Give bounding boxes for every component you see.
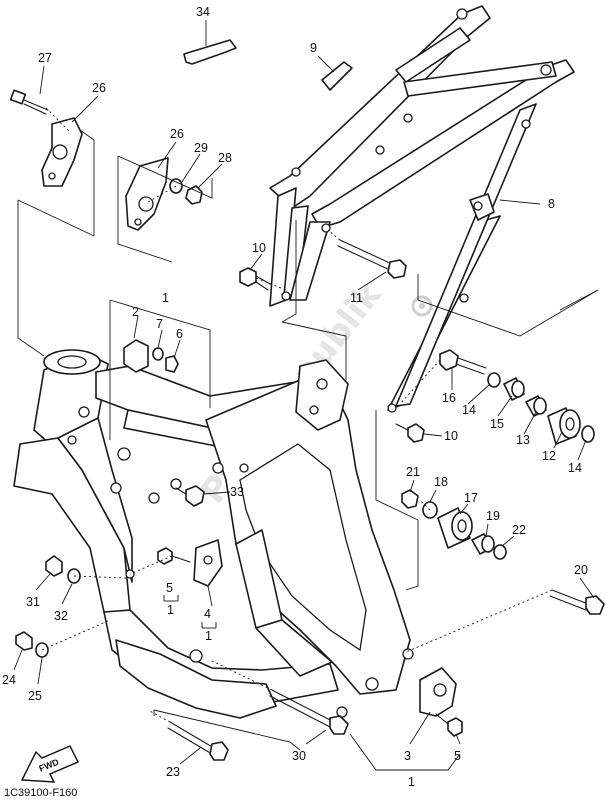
callout-19: 19 xyxy=(486,509,500,523)
callout-15: 15 xyxy=(490,417,504,431)
part-17-bushing xyxy=(437,507,473,549)
watermark-gear-icon xyxy=(411,295,433,317)
callout-26-right: 26 xyxy=(170,127,184,141)
callout-25: 25 xyxy=(28,689,42,703)
part-14-washer-b xyxy=(581,425,595,443)
callout-9: 9 xyxy=(310,41,317,55)
callout-18: 18 xyxy=(434,475,448,489)
part-34-guard xyxy=(183,39,237,65)
callout-1-left-b: 1 xyxy=(205,629,212,643)
callout-20: 20 xyxy=(574,563,588,577)
callout-31: 31 xyxy=(26,595,40,609)
callout-17: 17 xyxy=(464,491,478,505)
part-13-spacer xyxy=(525,395,547,417)
callout-33: 33 xyxy=(230,485,244,499)
part-31-nut xyxy=(45,555,63,577)
callout-34: 34 xyxy=(196,5,210,19)
callout-5-left: 5 xyxy=(166,581,173,595)
part-26-bracket-right xyxy=(125,157,169,231)
callout-11: 11 xyxy=(350,291,363,305)
part-28-nut xyxy=(185,185,203,205)
rear-subframe xyxy=(269,5,575,413)
part-27-bolt xyxy=(9,89,49,115)
part-4-bracket-left xyxy=(157,539,223,587)
callout-30: 30 xyxy=(292,749,306,763)
callout-12: 12 xyxy=(542,449,556,463)
group-markers xyxy=(163,595,217,629)
callout-6: 6 xyxy=(176,327,183,341)
part-10-bolt-lower xyxy=(395,423,425,443)
callout-13: 13 xyxy=(516,433,530,447)
part-16-bolt xyxy=(439,349,487,375)
part-19-spacer xyxy=(471,533,495,555)
part-12-bushing xyxy=(547,407,581,445)
callout-21: 21 xyxy=(406,465,420,479)
callout-24: 24 xyxy=(2,673,16,687)
part-30-long-bolt xyxy=(269,689,349,735)
callout-14-a: 14 xyxy=(462,403,476,417)
callout-26-left: 26 xyxy=(92,81,106,95)
main-frame xyxy=(13,339,414,719)
callout-1-bottom: 1 xyxy=(408,775,415,789)
callout-3: 3 xyxy=(404,749,411,763)
fwd-arrow-icon: FWD xyxy=(20,745,79,783)
part-22-washer xyxy=(493,544,507,560)
part-24-nut xyxy=(15,631,33,651)
callout-1-left-a: 1 xyxy=(167,603,174,617)
part-11-long-bolt xyxy=(337,239,407,279)
part-3-bracket-right xyxy=(419,667,463,737)
callout-10-lower: 10 xyxy=(444,429,458,443)
callout-29: 29 xyxy=(194,141,208,155)
callout-7: 7 xyxy=(156,317,163,331)
callout-4: 4 xyxy=(204,607,211,621)
part-33-bolt xyxy=(175,485,205,507)
callout-5-right: 5 xyxy=(454,749,461,763)
callout-14-b: 14 xyxy=(568,461,582,475)
callout-labels: 34 9 27 26 26 29 28 8 10 11 1 2 7 6 16 1… xyxy=(2,5,588,789)
callout-16: 16 xyxy=(442,391,456,405)
part-20-bolt xyxy=(549,589,605,615)
part-15-spacer xyxy=(503,377,525,401)
callout-2: 2 xyxy=(132,305,139,319)
callout-22: 22 xyxy=(512,523,526,537)
part-9-pad xyxy=(321,61,353,91)
leader-lines xyxy=(13,20,595,765)
callout-32: 32 xyxy=(54,609,68,623)
assembly-lines xyxy=(41,107,553,723)
part-14-washer-a xyxy=(487,372,501,388)
part-10-bolt-upper xyxy=(239,267,271,291)
callout-10-upper: 10 xyxy=(252,241,266,255)
part-21-nut xyxy=(401,489,419,509)
callout-8: 8 xyxy=(548,197,555,211)
callout-23: 23 xyxy=(166,765,180,779)
diagram-code: 1C39100-F160 xyxy=(4,787,77,799)
group-brackets xyxy=(17,129,599,771)
part-23-long-bolt xyxy=(167,721,229,761)
callout-28: 28 xyxy=(218,151,232,165)
callout-27: 27 xyxy=(38,51,52,65)
callout-1-top: 1 xyxy=(162,291,169,305)
